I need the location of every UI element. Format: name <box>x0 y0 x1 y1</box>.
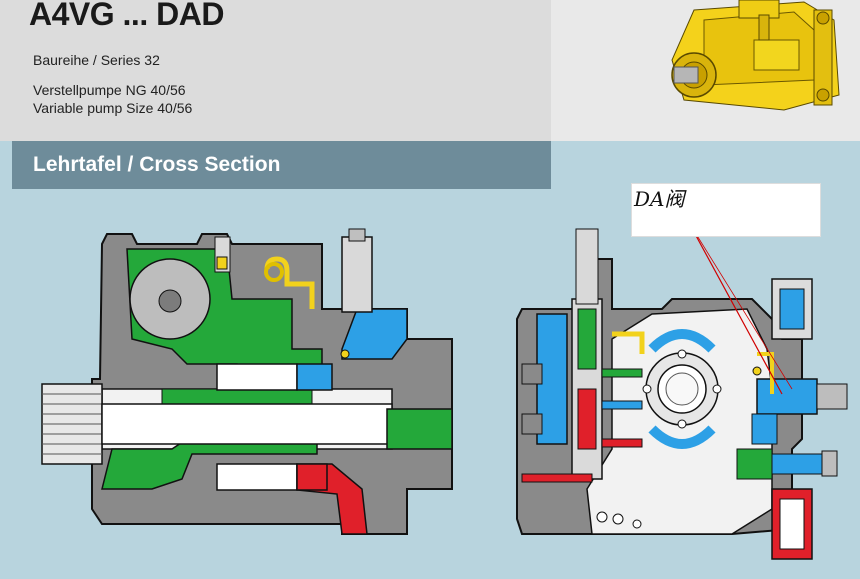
section-title-bar <box>12 141 551 189</box>
description-german: Verstellpumpe NG 40/56 <box>33 82 186 98</box>
annotation-callout-box <box>631 183 821 237</box>
header-panel <box>0 0 551 141</box>
page-title: A4VG ... DAD <box>29 0 224 32</box>
annotation-label: DA阀 <box>634 187 685 211</box>
cross-section-drawing <box>12 189 860 561</box>
description-english: Variable pump Size 40/56 <box>33 100 193 116</box>
annotation-pointer-line <box>687 220 783 395</box>
pump-product-photo <box>664 0 844 116</box>
section-title: Lehrtafel / Cross Section <box>33 153 281 176</box>
transverse-section <box>516 220 848 560</box>
longitudinal-section <box>41 228 453 535</box>
series-label: Baureihe / Series 32 <box>33 52 160 68</box>
